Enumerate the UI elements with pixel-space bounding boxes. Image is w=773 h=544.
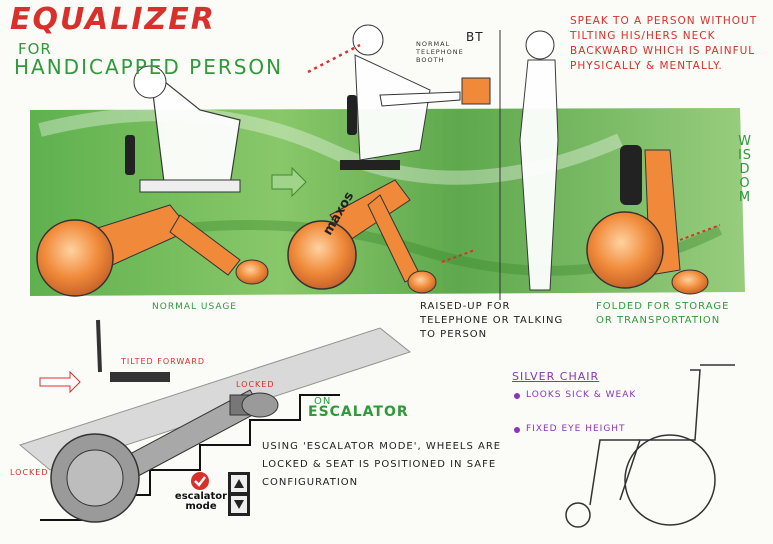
arrow-right bbox=[271, 166, 307, 198]
caption-locked-2: LOCKED bbox=[10, 468, 49, 477]
escalator-logo-line2: mode bbox=[185, 501, 217, 512]
caption-on: ON bbox=[314, 396, 332, 407]
escalator-mode-logo: escalator mode bbox=[172, 470, 228, 516]
label-bt: BT bbox=[466, 30, 484, 44]
subtitle-for: FOR bbox=[18, 40, 52, 58]
note-normal-telephone: NORMAL TELEPHONE BOOTH bbox=[416, 40, 464, 64]
escalator-mode-buttons bbox=[228, 472, 250, 516]
chair-raised-up: maxos bbox=[287, 24, 491, 294]
silver-chair-sketch bbox=[565, 364, 735, 528]
caption-folded: FOLDED FOR STORAGE OR TRANSPORTATION bbox=[596, 301, 730, 326]
caption-locked-1: LOCKED bbox=[236, 380, 275, 389]
caption-raised: RAISED-UP FOR TELEPHONE OR TALKING TO PE… bbox=[420, 301, 564, 340]
arrow-tilt bbox=[39, 370, 81, 394]
down-arrow-icon bbox=[234, 500, 244, 509]
label-wisdom: WISDOM bbox=[737, 134, 753, 205]
arrow-folded bbox=[679, 224, 721, 241]
caption-tilted: TILTED FORWARD bbox=[121, 357, 206, 366]
standing-person bbox=[499, 30, 559, 300]
note-speak: SPEAK TO A PERSON WITHOUT TILTING HIS/HE… bbox=[570, 15, 758, 72]
bullet-dot-1 bbox=[514, 393, 520, 399]
escalator-logo-line1: escalator bbox=[174, 491, 228, 502]
bullet-dot-2 bbox=[514, 427, 520, 433]
page-title: EQUALIZER bbox=[10, 2, 216, 37]
arrow-up bbox=[307, 43, 361, 74]
up-arrow-icon bbox=[234, 479, 244, 488]
chair-normal-usage bbox=[36, 65, 269, 297]
escalator-scene bbox=[18, 319, 412, 523]
silver-chair-heading: SILVER CHAIR bbox=[512, 370, 600, 383]
caption-normal: NORMAL USAGE bbox=[152, 302, 237, 312]
silver-chair-bullet-2: FIXED EYE HEIGHT bbox=[526, 424, 626, 434]
subtitle-handicapped: HANDICAPPED PERSON bbox=[14, 55, 284, 79]
silver-chair-bullet-1: LOOKS SICK & WEAK bbox=[526, 390, 637, 400]
note-escalator-mode: USING 'ESCALATOR MODE', WHEELS ARE LOCKE… bbox=[262, 441, 502, 488]
chair-folded bbox=[586, 145, 709, 295]
caption-escalator: ESCALATOR bbox=[308, 404, 409, 420]
check-icon bbox=[191, 472, 209, 490]
